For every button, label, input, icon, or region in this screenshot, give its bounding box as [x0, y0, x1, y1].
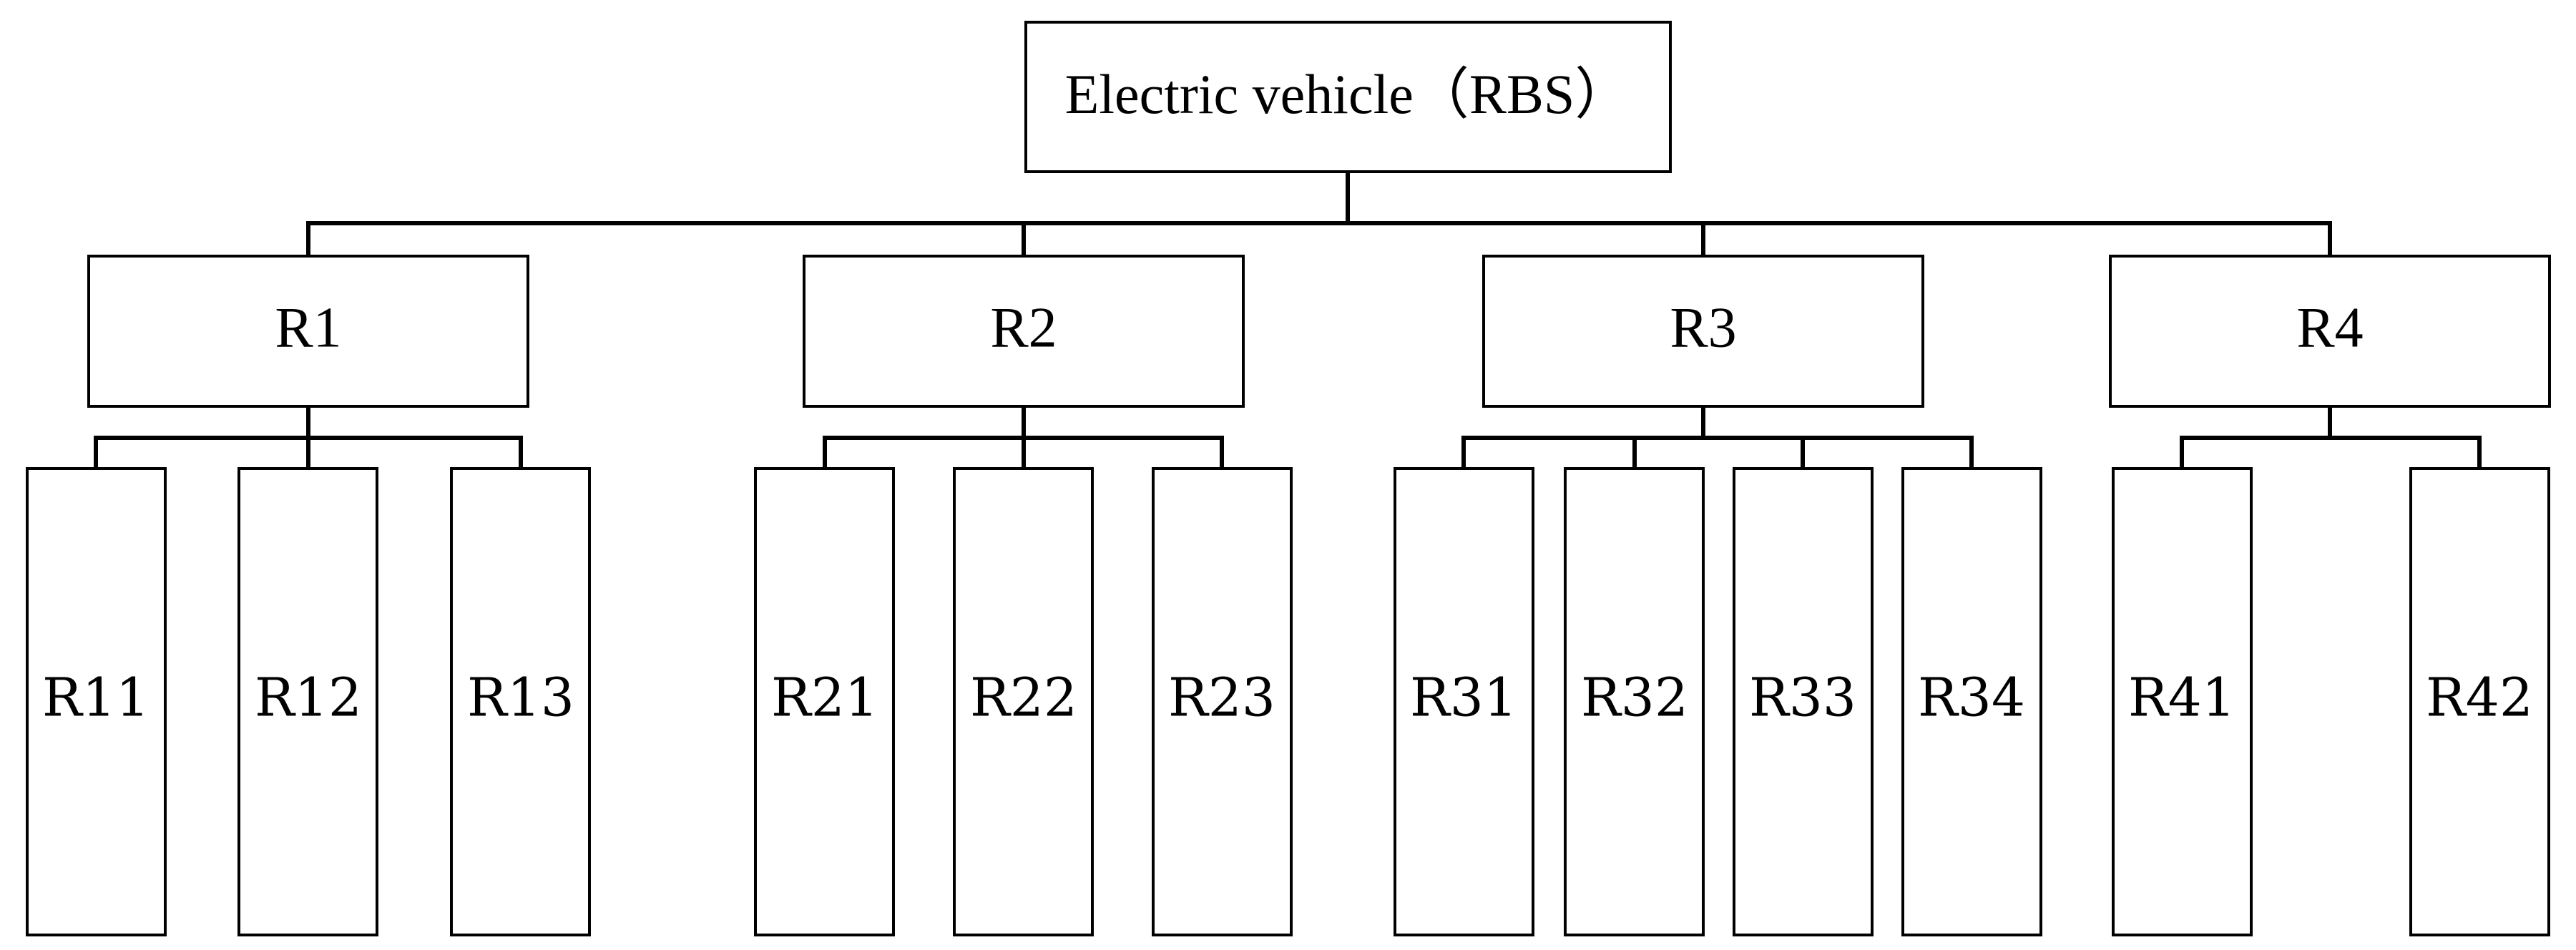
r41-box — [2112, 467, 2253, 936]
leaf-node-r12: R12 — [237, 467, 378, 936]
r31-label: R31 — [1410, 667, 1517, 728]
r31-box — [1394, 467, 1534, 936]
r34-label: R34 — [1918, 667, 2025, 728]
leaf-node-r34: R34 — [1901, 467, 2042, 936]
group-node-r1: R1 — [87, 255, 529, 408]
r4-label: R4 — [2296, 296, 2363, 359]
leaf-node-r42: R42 — [2409, 467, 2550, 936]
group-node-r4: R4 — [2109, 255, 2551, 408]
level1-nodes: R1 R2 R3 R4 — [87, 255, 2551, 408]
group-node-r2: R2 — [803, 255, 1245, 408]
r11-box — [26, 467, 167, 936]
r13-box — [450, 467, 591, 936]
r41-label: R41 — [2128, 667, 2235, 728]
r12-box — [237, 467, 378, 936]
leaf-node-r22: R22 — [953, 467, 1094, 936]
r11-label: R11 — [42, 667, 150, 728]
r22-label: R22 — [970, 667, 1077, 728]
r21-box — [754, 467, 895, 936]
r12-label: R12 — [255, 667, 362, 728]
r23-box — [1152, 467, 1293, 936]
r1-box — [87, 255, 529, 408]
leaf-node-r32: R32 — [1564, 467, 1705, 936]
root-node: Electric vehicle（RBS） — [1024, 21, 1672, 173]
r34-box — [1901, 467, 2042, 936]
r33-label: R33 — [1749, 667, 1856, 728]
leaf-node-r23: R23 — [1152, 467, 1293, 936]
r2-box — [803, 255, 1245, 408]
leaf-node-r21: R21 — [754, 467, 895, 936]
group-node-r3: R3 — [1482, 255, 1924, 408]
r3-label: R3 — [1670, 296, 1736, 359]
r42-box — [2409, 467, 2550, 936]
r42-label: R42 — [2426, 667, 2533, 728]
leaf-node-r31: R31 — [1394, 467, 1534, 936]
r23-label: R23 — [1168, 667, 1275, 728]
r33-box — [1733, 467, 1874, 936]
leaf-node-r11: R11 — [26, 467, 167, 936]
leaf-node-r41: R41 — [2112, 467, 2253, 936]
r32-box — [1564, 467, 1705, 936]
connectors — [94, 170, 2482, 471]
root-box — [1024, 21, 1672, 173]
r1-label: R1 — [275, 296, 341, 359]
r22-box — [953, 467, 1094, 936]
r4-box — [2109, 255, 2551, 408]
leaf-node-r33: R33 — [1733, 467, 1874, 936]
r3-box — [1482, 255, 1924, 408]
root-label: Electric vehicle（RBS） — [1065, 63, 1631, 125]
leaf-node-r13: R13 — [450, 467, 591, 936]
r21-label: R21 — [771, 667, 878, 728]
leaf-nodes: R11 R12 R13 R21 R22 R23 R31 — [26, 467, 2550, 936]
r32-label: R32 — [1581, 667, 1688, 728]
r2-label: R2 — [990, 296, 1057, 359]
r13-label: R13 — [467, 667, 574, 728]
